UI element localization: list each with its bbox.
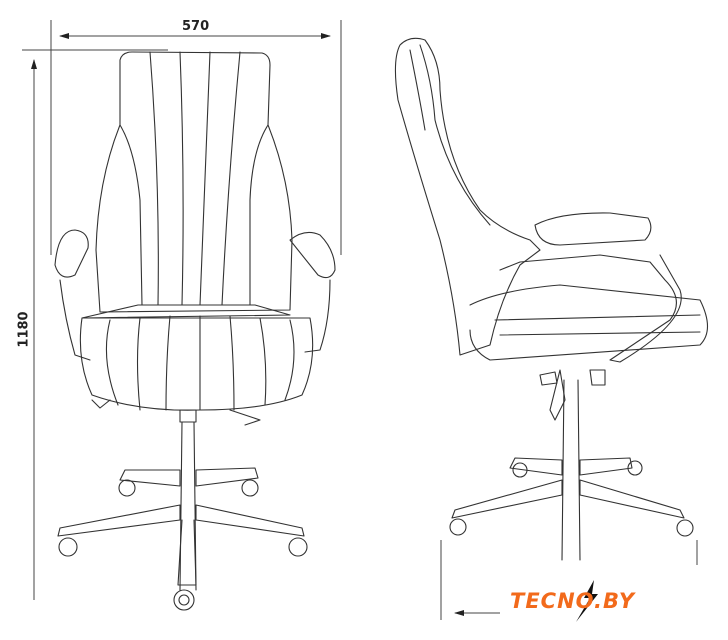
brand-logo: TECNO.BY [510, 589, 636, 613]
height-dimension-line [22, 49, 168, 600]
width-dimension-line [50, 20, 342, 255]
logo-bolt-icon [576, 580, 598, 622]
depth-dimension-line [440, 540, 698, 620]
side-view-chair [394, 37, 709, 561]
height-dimension-label: 1180 [16, 311, 32, 348]
front-view-chair [54, 51, 336, 611]
width-dimension-label: 570 [182, 19, 210, 34]
